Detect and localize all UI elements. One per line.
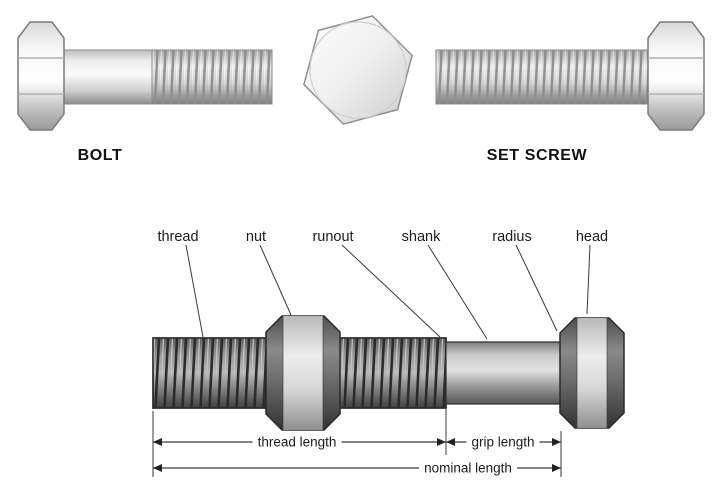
diagram-hex-head — [559, 317, 625, 429]
part-label-thread: thread — [157, 229, 199, 245]
part-label-head: head — [575, 229, 609, 245]
hex-head-end-view-illustration — [303, 15, 413, 125]
bolt-shank — [63, 49, 153, 105]
part-label-shank: shank — [401, 229, 441, 245]
set-screw-hex-head — [647, 21, 705, 131]
part-label-runout: runout — [312, 229, 354, 245]
diagram-nut — [265, 315, 341, 431]
set-screw-caption: SET SCREW — [486, 147, 588, 164]
labeled-bolt-diagram — [152, 244, 625, 477]
set-screw-side-view-illustration — [435, 21, 705, 131]
part-label-radius: radius — [492, 229, 532, 245]
dimension-label-grip-length: grip length — [466, 434, 540, 450]
bolt-side-view-illustration — [17, 21, 273, 131]
hexagon-outline — [303, 15, 413, 125]
bolt-caption: BOLT — [77, 147, 123, 164]
diagram-shank — [445, 341, 562, 405]
dimension-label-thread-length: thread length — [252, 434, 342, 450]
chamfer-circle — [309, 21, 407, 119]
bolt-threaded-section — [151, 49, 273, 105]
bolt-hex-head — [17, 21, 65, 131]
part-label-nut: nut — [245, 229, 267, 245]
leader-lines — [185, 244, 591, 340]
set-screw-threaded-section — [435, 49, 649, 105]
extension-lines — [152, 409, 562, 477]
dimension-label-nominal-length: nominal length — [419, 460, 517, 476]
